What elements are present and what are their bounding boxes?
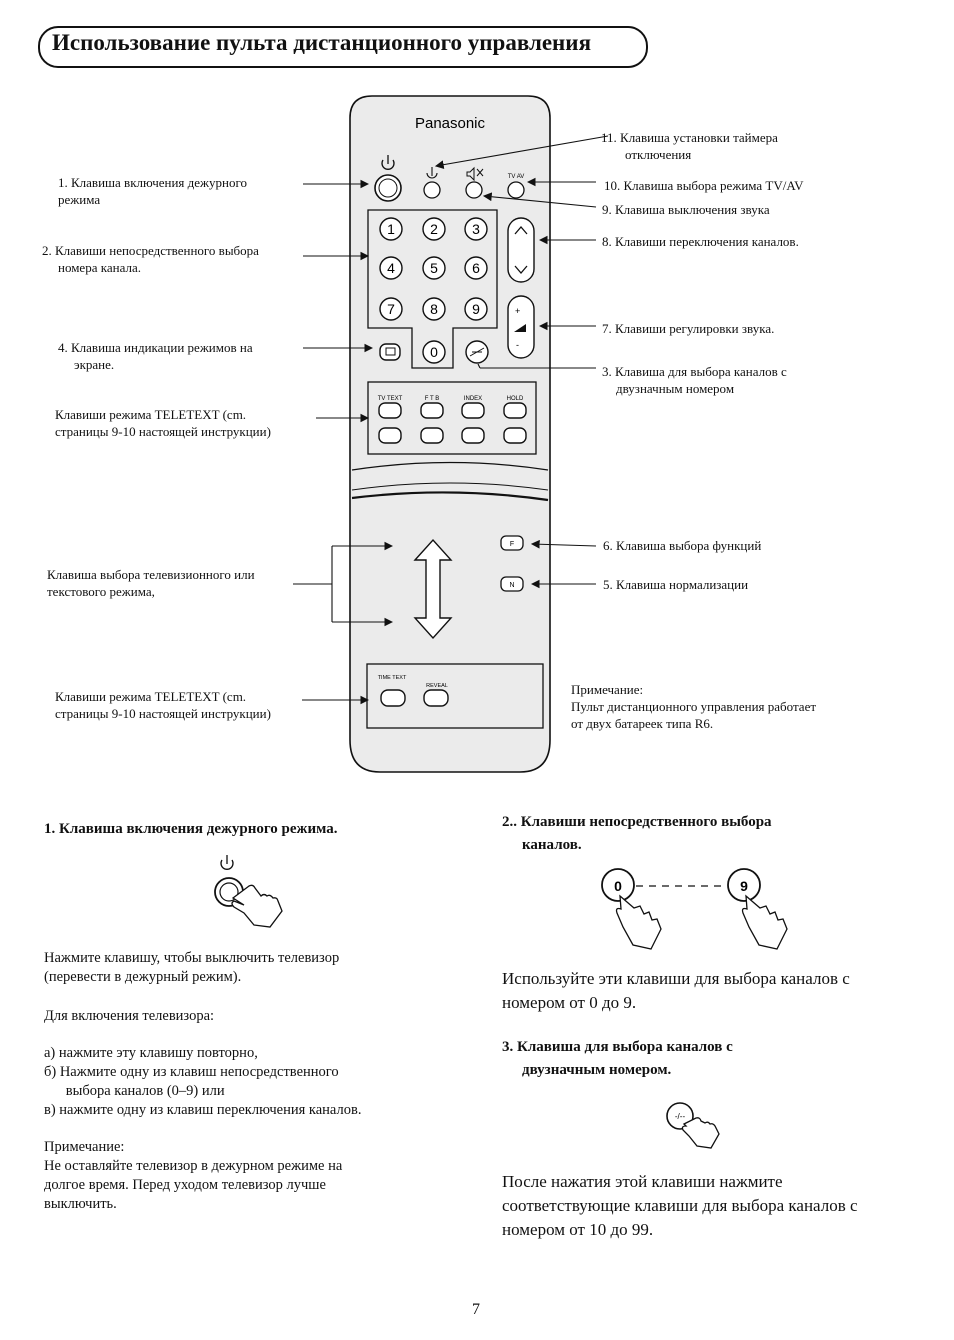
channel-rocker <box>507 217 535 283</box>
svg-text:TV AV: TV AV <box>508 174 525 180</box>
svg-text:TV TEXT: TV TEXT <box>378 396 403 402</box>
reveal-button <box>423 689 449 707</box>
svg-text:-/--: -/-- <box>675 1112 686 1121</box>
svg-text:7: 7 <box>387 301 395 317</box>
svg-text:N: N <box>509 582 514 589</box>
section1-note: Примечание:Не оставляйте телевизор в деж… <box>44 1139 343 1212</box>
time-text-button <box>380 689 406 707</box>
svg-text:INDEX: INDEX <box>464 396 482 402</box>
section1-sub: Для включения телевизора: <box>44 1008 215 1024</box>
svg-text:HOLD: HOLD <box>507 396 524 402</box>
timer-button <box>423 181 441 199</box>
tvav-button <box>507 181 525 199</box>
svg-text:TIME TEXT: TIME TEXT <box>378 675 407 681</box>
power-icon <box>381 159 395 170</box>
digit-keys: 1 2 3 4 5 6 7 8 9 0 <box>379 217 488 364</box>
svg-text:0: 0 <box>614 878 622 894</box>
remote-note: Примечание:Пульт дистанционного управлен… <box>571 682 817 731</box>
svg-text:5: 5 <box>430 260 438 276</box>
label-teletext-keys-2: Клавиши режима TELETEXT (cm.страницы 9-1… <box>55 689 271 721</box>
page-number: 7 <box>472 1301 480 1318</box>
page-title: Использование пульта дистанционного упра… <box>52 30 592 55</box>
svg-text:F T B: F T B <box>425 396 439 402</box>
svg-text:REVEAL: REVEAL <box>426 683 448 689</box>
mute-icon <box>466 166 484 182</box>
section1-list: а) нажмите эту клавишу повторно, б) Нажм… <box>44 1045 362 1118</box>
label-normalize-key: 5. Клавиша нормализации <box>603 577 749 592</box>
svg-text:3: 3 <box>472 221 480 237</box>
n-button <box>500 576 524 592</box>
section1-text: Нажмите клавишу, чтобы выключить телевиз… <box>44 950 340 985</box>
tv-text-toggle <box>413 538 453 640</box>
label-mute-key: 9. Клавиша выключения звука <box>602 202 770 217</box>
digit-press-icon: 0 9 <box>601 868 788 950</box>
title-frame <box>38 26 648 68</box>
label-tvav-key: 10. Клавиша выбора режима TV/AV <box>604 178 804 193</box>
display-button <box>379 343 401 361</box>
f-button <box>500 535 524 551</box>
svg-text:F: F <box>510 541 514 548</box>
brand-logo: Panasonic <box>415 115 486 132</box>
svg-text:6: 6 <box>472 260 480 276</box>
svg-text:9: 9 <box>472 301 480 317</box>
label-volume-keys: 7. Клавиши регулировки звука. <box>602 321 775 336</box>
svg-text:8: 8 <box>430 301 438 317</box>
svg-text:+: + <box>515 306 520 316</box>
svg-text:2: 2 <box>430 221 438 237</box>
remote-control-diagram: Panasonic TV AV 1 2 3 4 5 6 7 8 9 0 + - … <box>293 95 609 773</box>
timer-icon <box>426 172 438 179</box>
svg-text:-: - <box>516 340 519 350</box>
volume-rocker <box>507 295 535 359</box>
teletext-keys: TV TEXT F T B INDEX HOLD <box>378 396 524 402</box>
two-digit-press-icon: -/-- <box>666 1102 720 1149</box>
section1-heading: 1. Клавиша включения дежурного режима. <box>44 821 338 837</box>
mute-button <box>465 181 483 199</box>
svg-text:1: 1 <box>387 221 395 237</box>
section2-text: Используйте эти клавиши для выбора канал… <box>502 969 850 1012</box>
label-teletext-keys-1: Клавиши режима TELETEXT (cm.страницы 9-1… <box>55 407 271 439</box>
svg-text:0: 0 <box>430 344 438 360</box>
svg-text:9: 9 <box>740 878 748 894</box>
standby-press-icon <box>214 855 283 928</box>
label-function-key: 6. Клавиша выбора функций <box>603 538 762 553</box>
svg-text:4: 4 <box>387 260 395 276</box>
label-channel-keys: 8. Клавиши переключения каналов. <box>602 234 799 249</box>
